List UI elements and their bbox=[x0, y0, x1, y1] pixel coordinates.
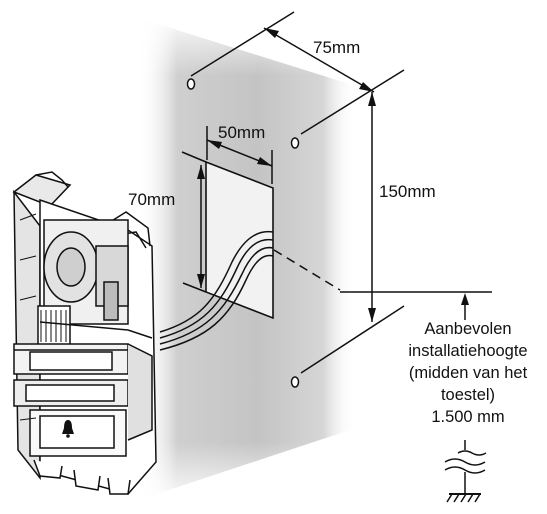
dim-screw-spacing-horizontal: 75mm bbox=[313, 38, 361, 57]
installation-height-note: Aanbevolen installatiehoogte (midden van… bbox=[388, 318, 547, 428]
intercom-panel bbox=[12, 171, 157, 495]
note-line-3: (midden van het bbox=[408, 364, 528, 382]
ground-symbol-icon bbox=[444, 440, 487, 503]
dim-box-width: 50mm bbox=[218, 123, 266, 142]
note-line-4: toestel) bbox=[440, 386, 496, 404]
dim-screw-spacing-vertical: 150mm bbox=[379, 182, 436, 201]
bell-icon bbox=[62, 420, 74, 438]
center-line bbox=[273, 249, 492, 293]
cable-bundle bbox=[159, 230, 274, 351]
flush-box bbox=[181, 151, 274, 320]
note-line-1: Aanbevolen bbox=[424, 320, 512, 338]
dimension-arrowheads bbox=[197, 28, 469, 322]
note-line-2: installatiehoogte bbox=[408, 342, 528, 360]
screw-hole-icon bbox=[186, 78, 300, 388]
note-line-5: 1.500 mm bbox=[431, 408, 505, 426]
dimension-lines bbox=[190, 11, 466, 374]
dim-box-height: 70mm bbox=[128, 190, 176, 209]
